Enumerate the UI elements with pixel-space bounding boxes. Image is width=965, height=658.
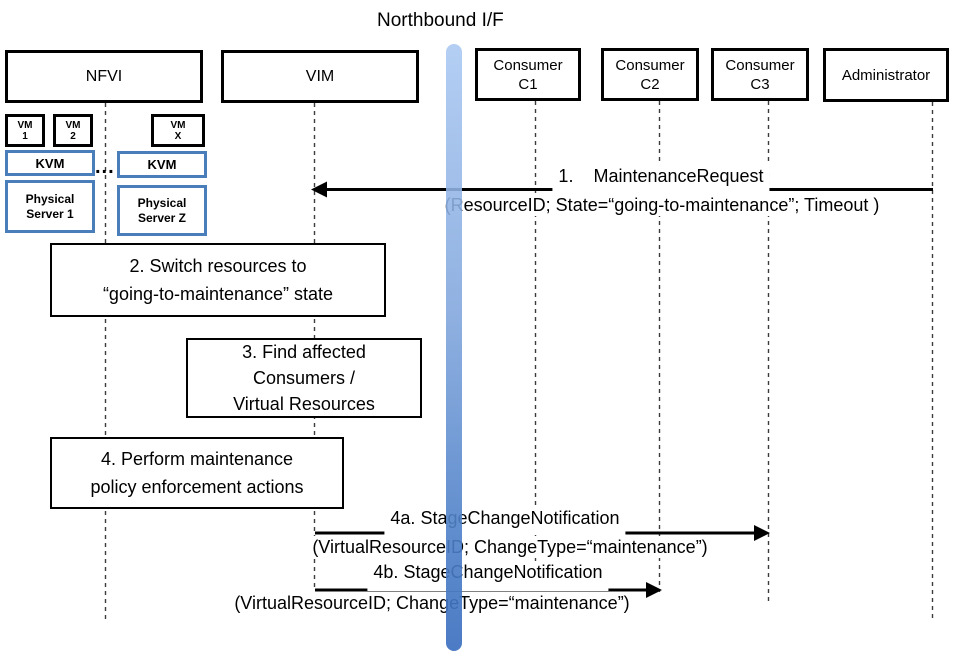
vm-box-x: VM X bbox=[151, 114, 205, 147]
arrow-1-maintenance-request-head bbox=[311, 181, 327, 198]
message-4b-params: (VirtualResourceID; ChangeType=“maintena… bbox=[230, 592, 634, 614]
kvm-box-left: KVM bbox=[5, 150, 95, 176]
step-3-box: 3. Find affected Consumers / Virtual Res… bbox=[186, 338, 422, 418]
physical-server-1-box: Physical Server 1 bbox=[5, 180, 95, 233]
actor-box-vim: VIM bbox=[221, 50, 419, 103]
actor-box-administrator: Administrator bbox=[823, 48, 949, 102]
message-4a-title: 4a. StageChangeNotification bbox=[384, 507, 626, 535]
actor-box-nfvi: NFVI bbox=[5, 50, 203, 103]
actor-box-consumer-c3: Consumer C3 bbox=[711, 48, 809, 101]
arrow-4a-notification-head bbox=[754, 525, 770, 541]
kvm-box-right: KVM bbox=[117, 151, 207, 178]
physical-server-z-box: Physical Server Z bbox=[117, 185, 207, 236]
diagram-title: Northbound I/F bbox=[377, 10, 504, 31]
message-1-title: 1. MaintenanceRequest bbox=[552, 165, 770, 193]
vm-box-1: VM 1 bbox=[5, 114, 45, 147]
ellipsis-label: ... bbox=[95, 156, 115, 178]
vm-box-2: VM 2 bbox=[53, 114, 93, 147]
arrow-4b-notification-head bbox=[646, 582, 662, 598]
step-2-box: 2. Switch resources to “going-to-mainten… bbox=[50, 243, 386, 317]
message-4b-title: 4b. StageChangeNotification bbox=[367, 561, 609, 591]
actor-box-consumer-c1: Consumer C1 bbox=[475, 48, 581, 101]
message-4a-params: (VirtualResourceID; ChangeType=“maintena… bbox=[308, 536, 712, 558]
step-4-box: 4. Perform maintenance policy enforcemen… bbox=[50, 437, 344, 509]
message-1-params: (ResourceID; State=“going-to-maintenance… bbox=[440, 194, 884, 216]
northbound-if-bar bbox=[446, 44, 462, 651]
actor-box-consumer-c2: Consumer C2 bbox=[601, 48, 699, 101]
